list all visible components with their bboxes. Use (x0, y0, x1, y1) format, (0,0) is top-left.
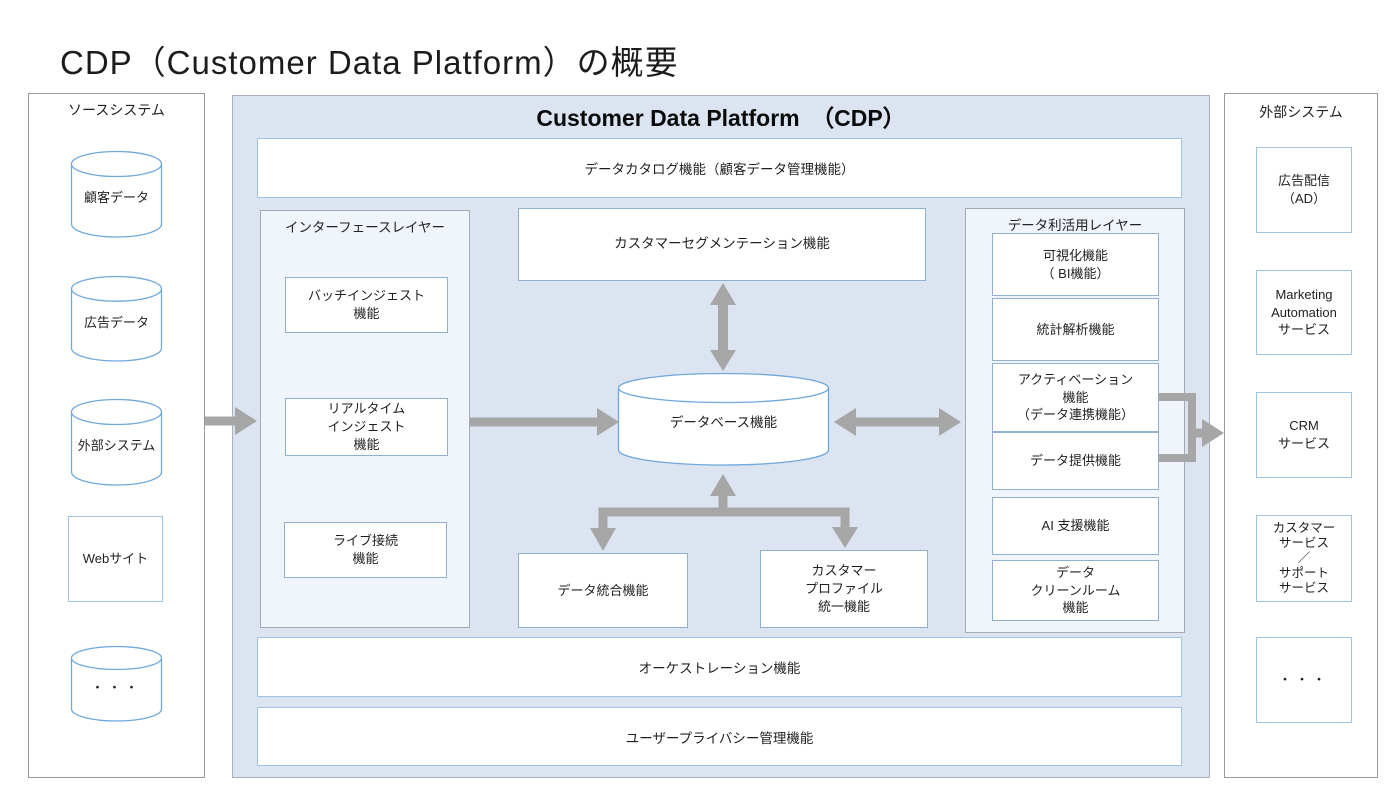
data-catalog-bar: データカタログ機能（顧客データ管理機能） (257, 138, 1182, 198)
source-node-external-system: 外部システム (70, 398, 163, 486)
activation-box: アクティベーション 機能 （データ連携機能） (992, 363, 1159, 432)
node-label: ・・・ (1278, 672, 1330, 688)
database-cylinder-icon (70, 398, 163, 486)
statistics-analysis-box: 統計解析機能 (992, 298, 1159, 361)
external-others-box: ・・・ (1256, 637, 1352, 723)
database-cylinder-icon (70, 645, 163, 722)
crm-service-box: CRM サービス (1256, 392, 1352, 478)
cdp-title: Customer Data Platform （CDP） (536, 105, 906, 131)
page-title: CDP（Customer Data Platform）の概要 (60, 44, 679, 81)
marketing-automation-box: Marketing Automation サービス (1256, 270, 1352, 355)
node-label: ライブ接続 機能 (332, 533, 398, 566)
source-node-ad-data: 広告データ (70, 275, 163, 362)
node-label: アクティベーション 機能 （データ連携機能） (1016, 371, 1134, 423)
data-clean-room-box: データ クリーンルーム 機能 (992, 560, 1159, 621)
node-label: 可視化機能 （ BI機能） (1041, 247, 1110, 281)
batch-ingest-box: バッチインジェスト 機能 (285, 277, 448, 333)
database-node: データベース機能 (617, 372, 830, 467)
utilization-layer-title: データ利活用レイヤー (1007, 218, 1143, 233)
node-label: バッチインジェスト 機能 (307, 288, 425, 321)
customer-segmentation-box: カスタマーセグメンテーション機能 (518, 208, 926, 281)
node-label: AI 支援機能 (1041, 518, 1110, 534)
realtime-ingest-box: リアルタイム インジェスト 機能 (285, 398, 448, 456)
bar-label: オーケストレーション機能 (638, 661, 801, 676)
node-label: Webサイト (82, 551, 149, 567)
privacy-management-bar: ユーザープライバシー管理機能 (257, 707, 1182, 766)
live-connect-box: ライブ接続 機能 (284, 522, 447, 578)
node-label: データ統合機能 (557, 582, 649, 598)
node-label: 統計解析機能 (1036, 321, 1115, 337)
source-node-customer-data: 顧客データ (70, 150, 163, 238)
node-label: カスタマー プロファイル 統一機能 (804, 563, 883, 614)
data-provision-box: データ提供機能 (992, 432, 1159, 490)
node-label: 外部システム (77, 438, 156, 454)
node-label: リアルタイム インジェスト 機能 (327, 401, 406, 452)
ai-support-box: AI 支援機能 (992, 497, 1159, 555)
node-label: ・・・ (90, 679, 142, 695)
bar-label: データカタログ機能（顧客データ管理機能） (584, 162, 855, 177)
node-label: 広告データ (83, 314, 149, 330)
bar-label: ユーザープライバシー管理機能 (625, 730, 814, 746)
customer-profile-box: カスタマー プロファイル 統一機能 (760, 550, 928, 628)
node-label: 広告配信 （AD） (1277, 173, 1330, 206)
node-label: カスタマー サービス ／ サポート サービス (1272, 521, 1336, 595)
node-label: Marketing Automation サービス (1271, 286, 1337, 338)
external-panel-title: 外部システム (1259, 104, 1343, 120)
node-label: CRM サービス (1277, 418, 1330, 451)
data-integration-box: データ統合機能 (518, 553, 688, 628)
source-node-website: Webサイト (68, 516, 163, 602)
node-label: データベース機能 (669, 415, 778, 431)
source-node-others: ・・・ (70, 645, 163, 722)
database-cylinder-icon (617, 372, 830, 466)
source-panel-title: ソースシステム (68, 102, 165, 118)
node-label: カスタマーセグメンテーション機能 (614, 236, 830, 252)
orchestration-bar: オーケストレーション機能 (257, 637, 1182, 697)
database-cylinder-icon (70, 150, 163, 238)
node-label: データ クリーンルーム 機能 (1030, 564, 1121, 616)
node-label: 顧客データ (83, 190, 149, 206)
node-label: データ提供機能 (1029, 453, 1121, 469)
interface-layer-title: インターフェースレイヤー (284, 220, 446, 235)
ad-delivery-box: 広告配信 （AD） (1256, 147, 1352, 233)
database-cylinder-icon (70, 275, 163, 362)
customer-support-box: カスタマー サービス ／ サポート サービス (1256, 515, 1352, 602)
visualization-bi-box: 可視化機能 （ BI機能） (992, 233, 1159, 296)
